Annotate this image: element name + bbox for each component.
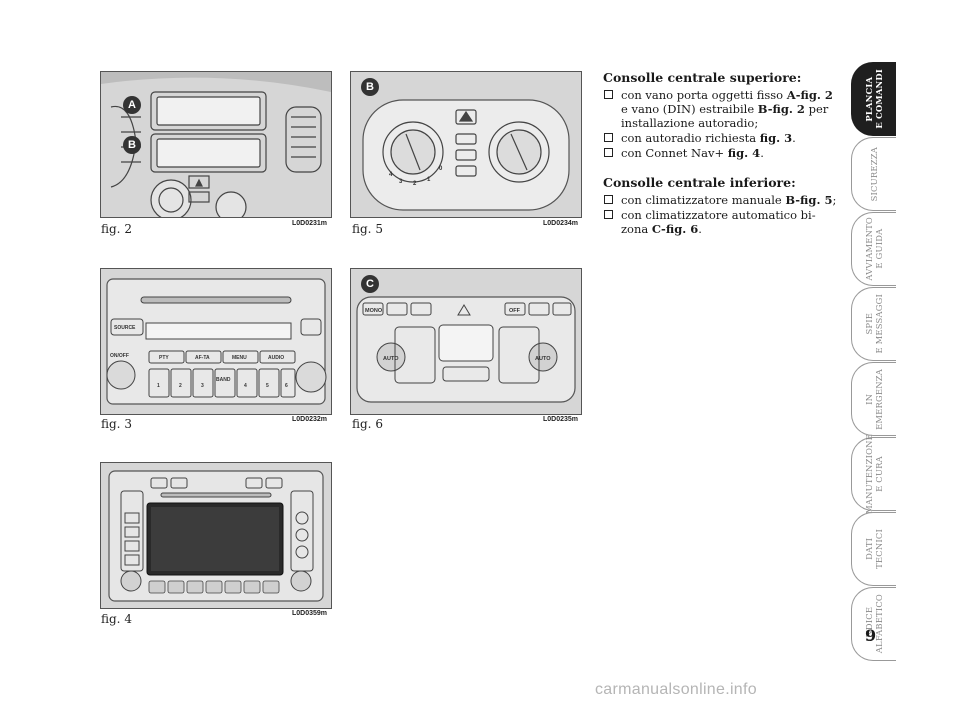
- radio-audio-label: AUDIO: [268, 355, 284, 361]
- figure-3-caption: fig. 3: [101, 417, 132, 431]
- checkbox-bullet-icon: [604, 133, 613, 142]
- list-item: con vano porta oggetti fisso A-fig. 2 e …: [603, 88, 838, 130]
- climate-mono-label: MONO: [365, 308, 383, 314]
- figure-3-image: SOURCE PTY AF-TA MENU AUDIO BAND ON/OFF …: [100, 268, 332, 415]
- climate-auto-left-label: AUTO: [383, 356, 399, 362]
- figure-4-caption: fig. 4: [101, 612, 132, 626]
- figure-4-image: [100, 462, 332, 609]
- dial-number-3: 3: [399, 179, 403, 185]
- figure-3-code: L0D0232m: [292, 416, 328, 423]
- climate-off-label: OFF: [509, 308, 521, 314]
- figure-2-label-a: A: [123, 96, 141, 114]
- figure-6-code: L0D0235m: [543, 416, 579, 423]
- radio-preset-1: 1: [157, 383, 160, 389]
- dial-number-2: 2: [413, 181, 417, 187]
- checkbox-bullet-icon: [604, 195, 613, 204]
- checkbox-bullet-icon: [604, 90, 613, 99]
- figure-6-image: MONO OFF AUTO AUTO C: [350, 268, 582, 415]
- radio-preset-5: 5: [266, 383, 269, 389]
- radio-onoff-label: ON/OFF: [110, 353, 129, 359]
- lower-console-title: Consolle centrale inferiore:: [603, 175, 796, 190]
- upper-console-title: Consolle centrale superiore:: [603, 70, 802, 85]
- dial-number-0: 0: [439, 166, 443, 172]
- figure-5-caption: fig. 5: [352, 222, 383, 236]
- radio-band-label: BAND: [216, 377, 231, 383]
- radio-source-label: SOURCE: [114, 325, 136, 331]
- radio-afta-label: AF-TA: [195, 355, 210, 361]
- figure-2-caption: fig. 2: [101, 222, 132, 236]
- figure-4-code: L0D0359m: [292, 610, 328, 617]
- figure-2-image: A B: [100, 71, 332, 218]
- radio-preset-3: 3: [201, 383, 204, 389]
- figure-6-label-c: C: [361, 275, 379, 293]
- figure-6-caption: fig. 6: [352, 417, 383, 431]
- radio-preset-6: 6: [285, 383, 288, 389]
- radio-preset-2: 2: [179, 383, 182, 389]
- figure-5-code: L0D0234m: [543, 220, 579, 227]
- figure-2-code: L0D0231m: [292, 220, 328, 227]
- dial-number-4: 4: [389, 172, 393, 178]
- checkbox-bullet-icon: [604, 148, 613, 157]
- figure-5-image: 4 3 2 1 0 B: [350, 71, 582, 218]
- figure-5-label-b: B: [361, 78, 379, 96]
- dial-number-1: 1: [427, 177, 431, 183]
- footer-watermark: carmanualsonline.info: [595, 681, 757, 698]
- content-text: Consolle centrale superiore: con vano po…: [603, 71, 838, 237]
- list-item: con autoradio richiesta fig. 3.: [603, 131, 838, 145]
- page-number: 9: [865, 626, 877, 645]
- radio-menu-label: MENU: [232, 355, 247, 361]
- climate-auto-right-label: AUTO: [535, 356, 551, 362]
- list-item: con climatizzatore automatico bi-zona C-…: [603, 208, 838, 236]
- upper-console-list: con vano porta oggetti fisso A-fig. 2 e …: [603, 88, 838, 160]
- lower-console-list: con climatizzatore manuale B-fig. 5; con…: [603, 193, 838, 236]
- figure-2-label-b: B: [123, 136, 141, 154]
- checkbox-bullet-icon: [604, 210, 613, 219]
- list-item: con climatizzatore manuale B-fig. 5;: [603, 193, 838, 207]
- radio-pty-label: PTY: [159, 355, 169, 361]
- radio-preset-4: 4: [244, 383, 247, 389]
- list-item: con Connet Nav+ fig. 4.: [603, 146, 838, 160]
- tab-sicurezza[interactable]: SICUREZZA: [851, 137, 896, 211]
